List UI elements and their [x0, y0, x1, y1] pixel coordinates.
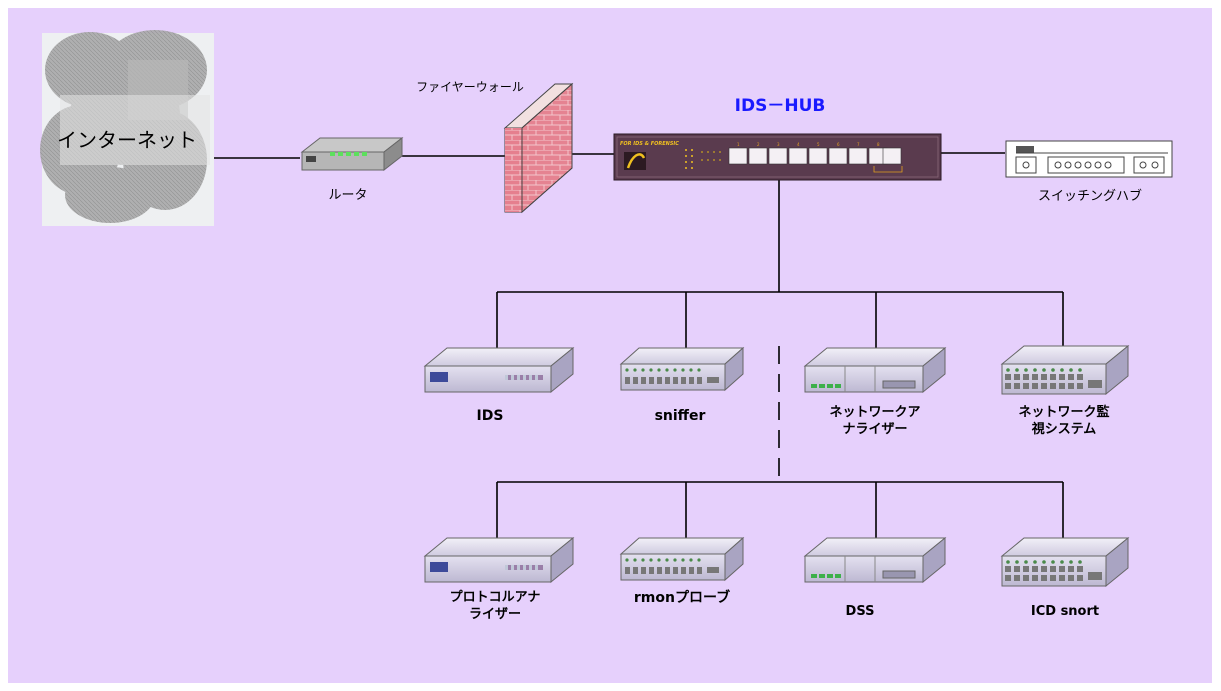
svg-text:2: 2: [757, 142, 760, 147]
svg-text:4: 4: [797, 142, 800, 147]
svg-text:1: 1: [737, 142, 740, 147]
device-label-rmon-probe: rmonプローブ: [633, 590, 731, 606]
protocol-analyzer-device-icon: [424, 537, 574, 583]
device-label-network-analyzer: ネットワークア ナライザー: [829, 405, 921, 437]
device-label-network-monitor: ネットワーク監 視システム: [1018, 405, 1110, 437]
internet-cloud-icon: [40, 30, 214, 226]
firewall-label: ファイヤーウォール: [416, 80, 524, 94]
ids-hub-title: IDS－HUB: [734, 96, 826, 116]
network-monitor-device-icon: [1001, 345, 1129, 395]
icd-snort-device-icon: [1001, 537, 1129, 587]
hub-brand-text: FOR IDS & FORENSIC: [620, 141, 679, 147]
switching-hub-label: スイッチングハブ: [1037, 189, 1142, 204]
sniffer-device-icon: [620, 347, 744, 391]
internet-label: インターネット: [57, 128, 197, 152]
svg-text:8: 8: [877, 142, 880, 147]
router-label: ルータ: [328, 188, 368, 203]
device-label-sniffer: sniffer: [654, 408, 706, 424]
switching-hub-icon: [1005, 140, 1173, 178]
connection-lines: [212, 152, 1064, 538]
svg-text:5: 5: [817, 142, 820, 147]
router-icon: [300, 136, 404, 172]
firewall-icon: [503, 82, 574, 214]
device-label-dss: DSS: [845, 604, 875, 619]
svg-text:7: 7: [857, 142, 860, 147]
device-label-ids: IDS: [476, 408, 504, 424]
device-label-protocol-analyzer: プロトコルアナ ライザー: [449, 590, 541, 622]
network-analyzer-device-icon: [804, 347, 946, 393]
svg-text:3: 3: [777, 142, 780, 147]
ids-hub-icon: 1 2 3 4 5 6 7 8: [613, 133, 942, 181]
device-label-icd-snort: ICD snort: [1030, 604, 1100, 619]
svg-text:6: 6: [837, 142, 840, 147]
dss-device-icon: [804, 537, 946, 583]
ids-device-icon: [424, 347, 574, 393]
rmon-probe-device-icon: [620, 537, 744, 581]
